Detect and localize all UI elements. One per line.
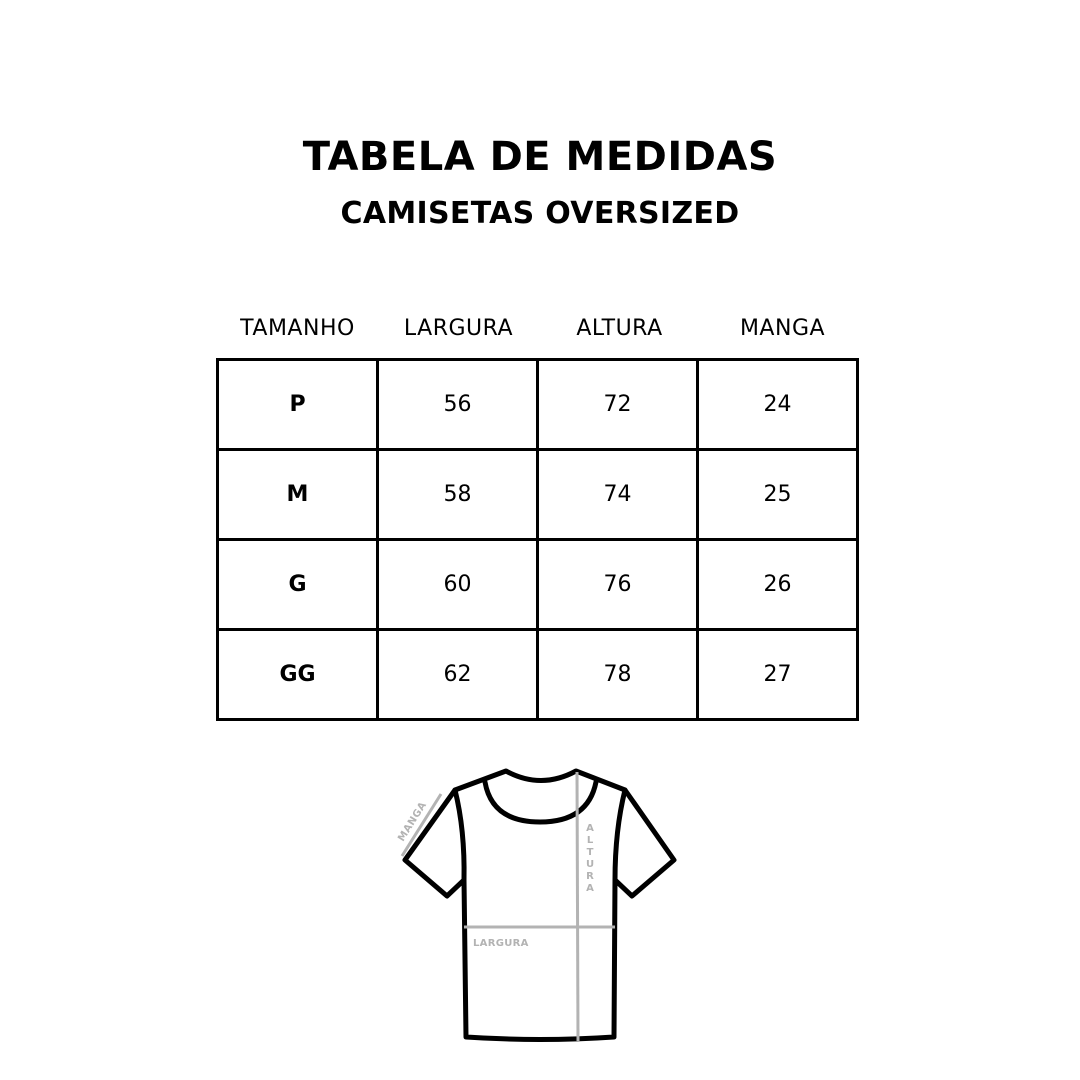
column-header-tamanho: TAMANHO <box>240 316 355 341</box>
size-cell: P <box>216 358 379 451</box>
table-row: P 56 72 24 <box>216 358 859 451</box>
page-subtitle: CAMISETAS OVERSIZED <box>340 196 740 231</box>
altura-cell: 76 <box>536 538 699 631</box>
tshirt-diagram: MANGA A L T U R A LARGURA <box>396 768 677 1042</box>
table-column-headers: TAMANHO LARGURA ALTURA MANGA <box>217 314 863 344</box>
manga-cell: 27 <box>696 628 859 721</box>
altura-letter: L <box>587 835 594 846</box>
size-cell: GG <box>216 628 379 721</box>
largura-cell: 62 <box>376 628 539 721</box>
page-title: TABELA DE MEDIDAS <box>302 134 778 180</box>
column-header-altura: ALTURA <box>576 316 663 341</box>
column-header-manga: MANGA <box>739 316 826 341</box>
altura-cell: 74 <box>536 448 699 541</box>
manga-cell: 25 <box>696 448 859 541</box>
size-table: P 56 72 24 M 58 74 25 G 60 76 26 GG 62 7… <box>216 358 859 721</box>
altura-letter: T <box>587 847 594 858</box>
altura-cell: 72 <box>536 358 699 451</box>
manga-cell: 26 <box>696 538 859 631</box>
largura-cell: 60 <box>376 538 539 631</box>
altura-letter: A <box>586 823 594 834</box>
table-row: G 60 76 26 <box>216 538 859 631</box>
largura-cell: 58 <box>376 448 539 541</box>
altura-letter: U <box>586 859 594 870</box>
size-cell: M <box>216 448 379 541</box>
tshirt-outline-icon <box>402 768 677 1042</box>
altura-letter: R <box>586 871 594 882</box>
table-row: M 58 74 25 <box>216 448 859 541</box>
manga-cell: 24 <box>696 358 859 451</box>
size-cell: G <box>216 538 379 631</box>
altura-measure-label: A L T U R A <box>586 823 594 894</box>
column-header-largura: LARGURA <box>403 316 514 341</box>
measure-lines <box>400 771 615 1042</box>
table-row: GG 62 78 27 <box>216 628 859 721</box>
altura-cell: 78 <box>536 628 699 721</box>
altura-letter: A <box>586 883 594 894</box>
largura-measure-label: LARGURA <box>473 938 529 949</box>
largura-cell: 56 <box>376 358 539 451</box>
